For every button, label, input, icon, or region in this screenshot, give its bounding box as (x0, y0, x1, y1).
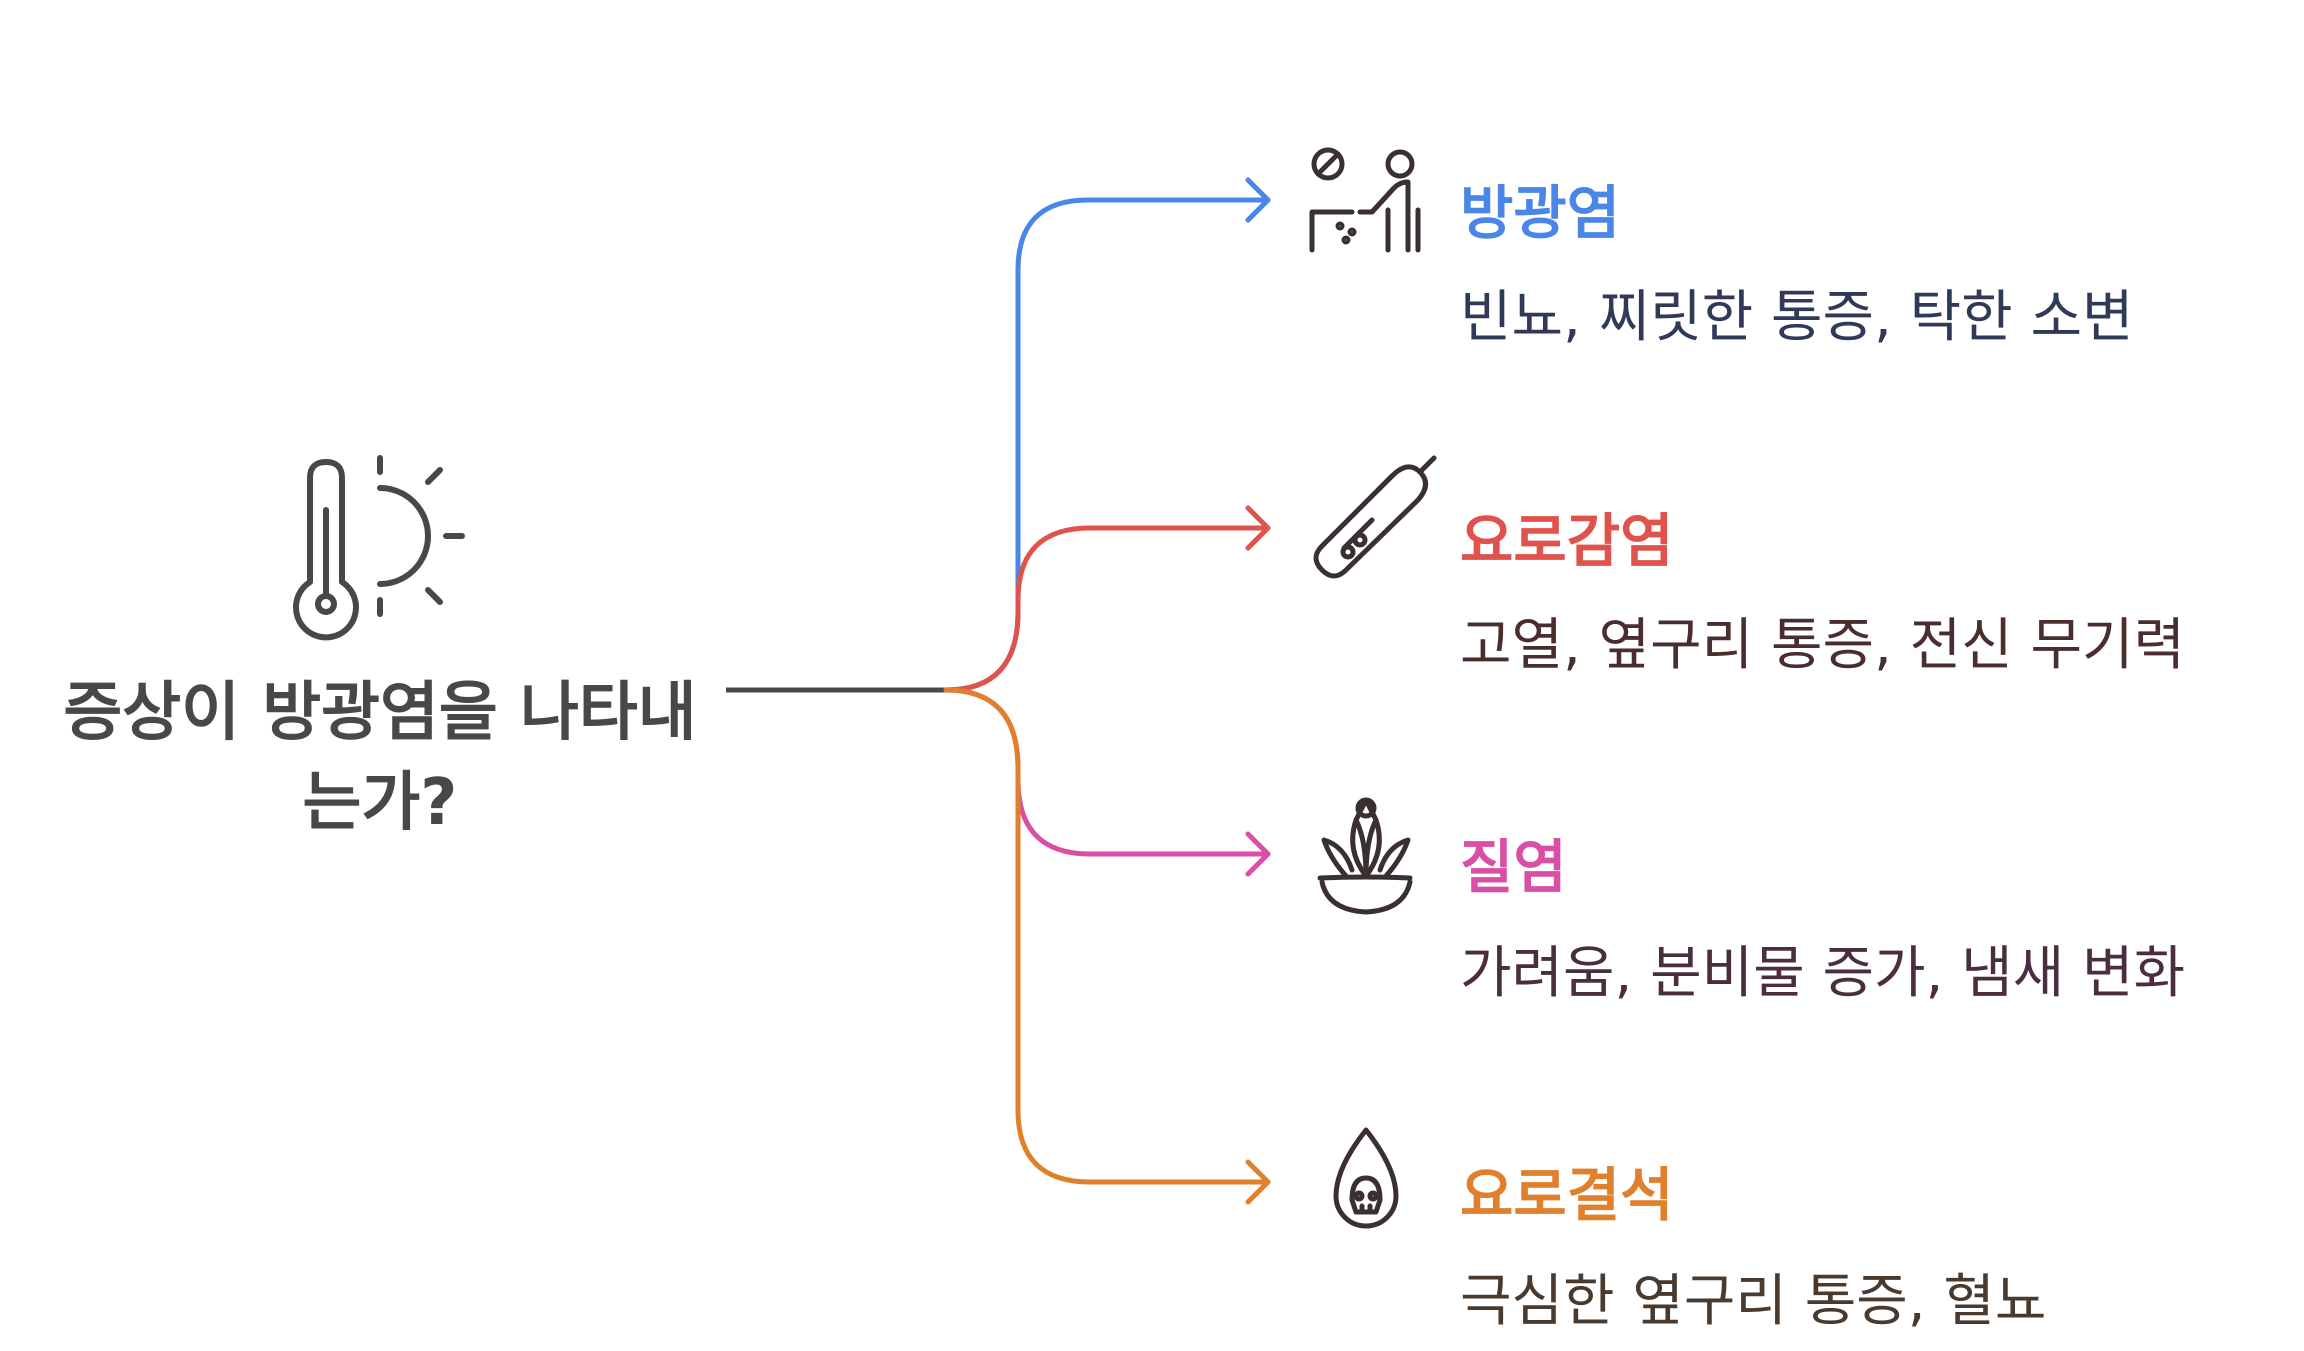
item-title-4: 요로결석 (1460, 1161, 1674, 1229)
item-desc-4: 극심한 옆구리 통증, 혈뇨 (1460, 1269, 2047, 1334)
branch-connector-4 (943, 687, 1271, 1185)
central-question: 증상이 방광염을 나타내는가? (63, 676, 697, 840)
branch-connector-2 (943, 525, 1271, 693)
branch-connector-1 (943, 197, 1271, 693)
plant-bowl-icon (1317, 797, 1413, 915)
item-desc-3: 가려움, 분비물 증가, 냄새 변화 (1460, 941, 2186, 1006)
branch-arrow-3 (1245, 831, 1271, 877)
item-desc-2: 고열, 옆구리 통증, 전신 무기력 (1460, 613, 2186, 678)
poison-drop-icon (1333, 1127, 1399, 1229)
item-title-3: 질염 (1460, 833, 1567, 901)
branch-connector-3 (943, 687, 1271, 857)
branch-arrow-4 (1245, 1159, 1271, 1205)
item-title-1: 방광염 (1460, 179, 1621, 247)
toilet-person-icon (1309, 147, 1421, 253)
branch-arrow-1 (1245, 177, 1271, 223)
item-title-2: 요로감염 (1460, 507, 1674, 575)
thermometer-icon (1313, 455, 1437, 579)
thermometer-sun-icon (293, 455, 465, 641)
item-desc-1: 빈뇨, 찌릿한 통증, 탁한 소변 (1460, 285, 2134, 350)
branch-arrow-2 (1245, 505, 1271, 551)
